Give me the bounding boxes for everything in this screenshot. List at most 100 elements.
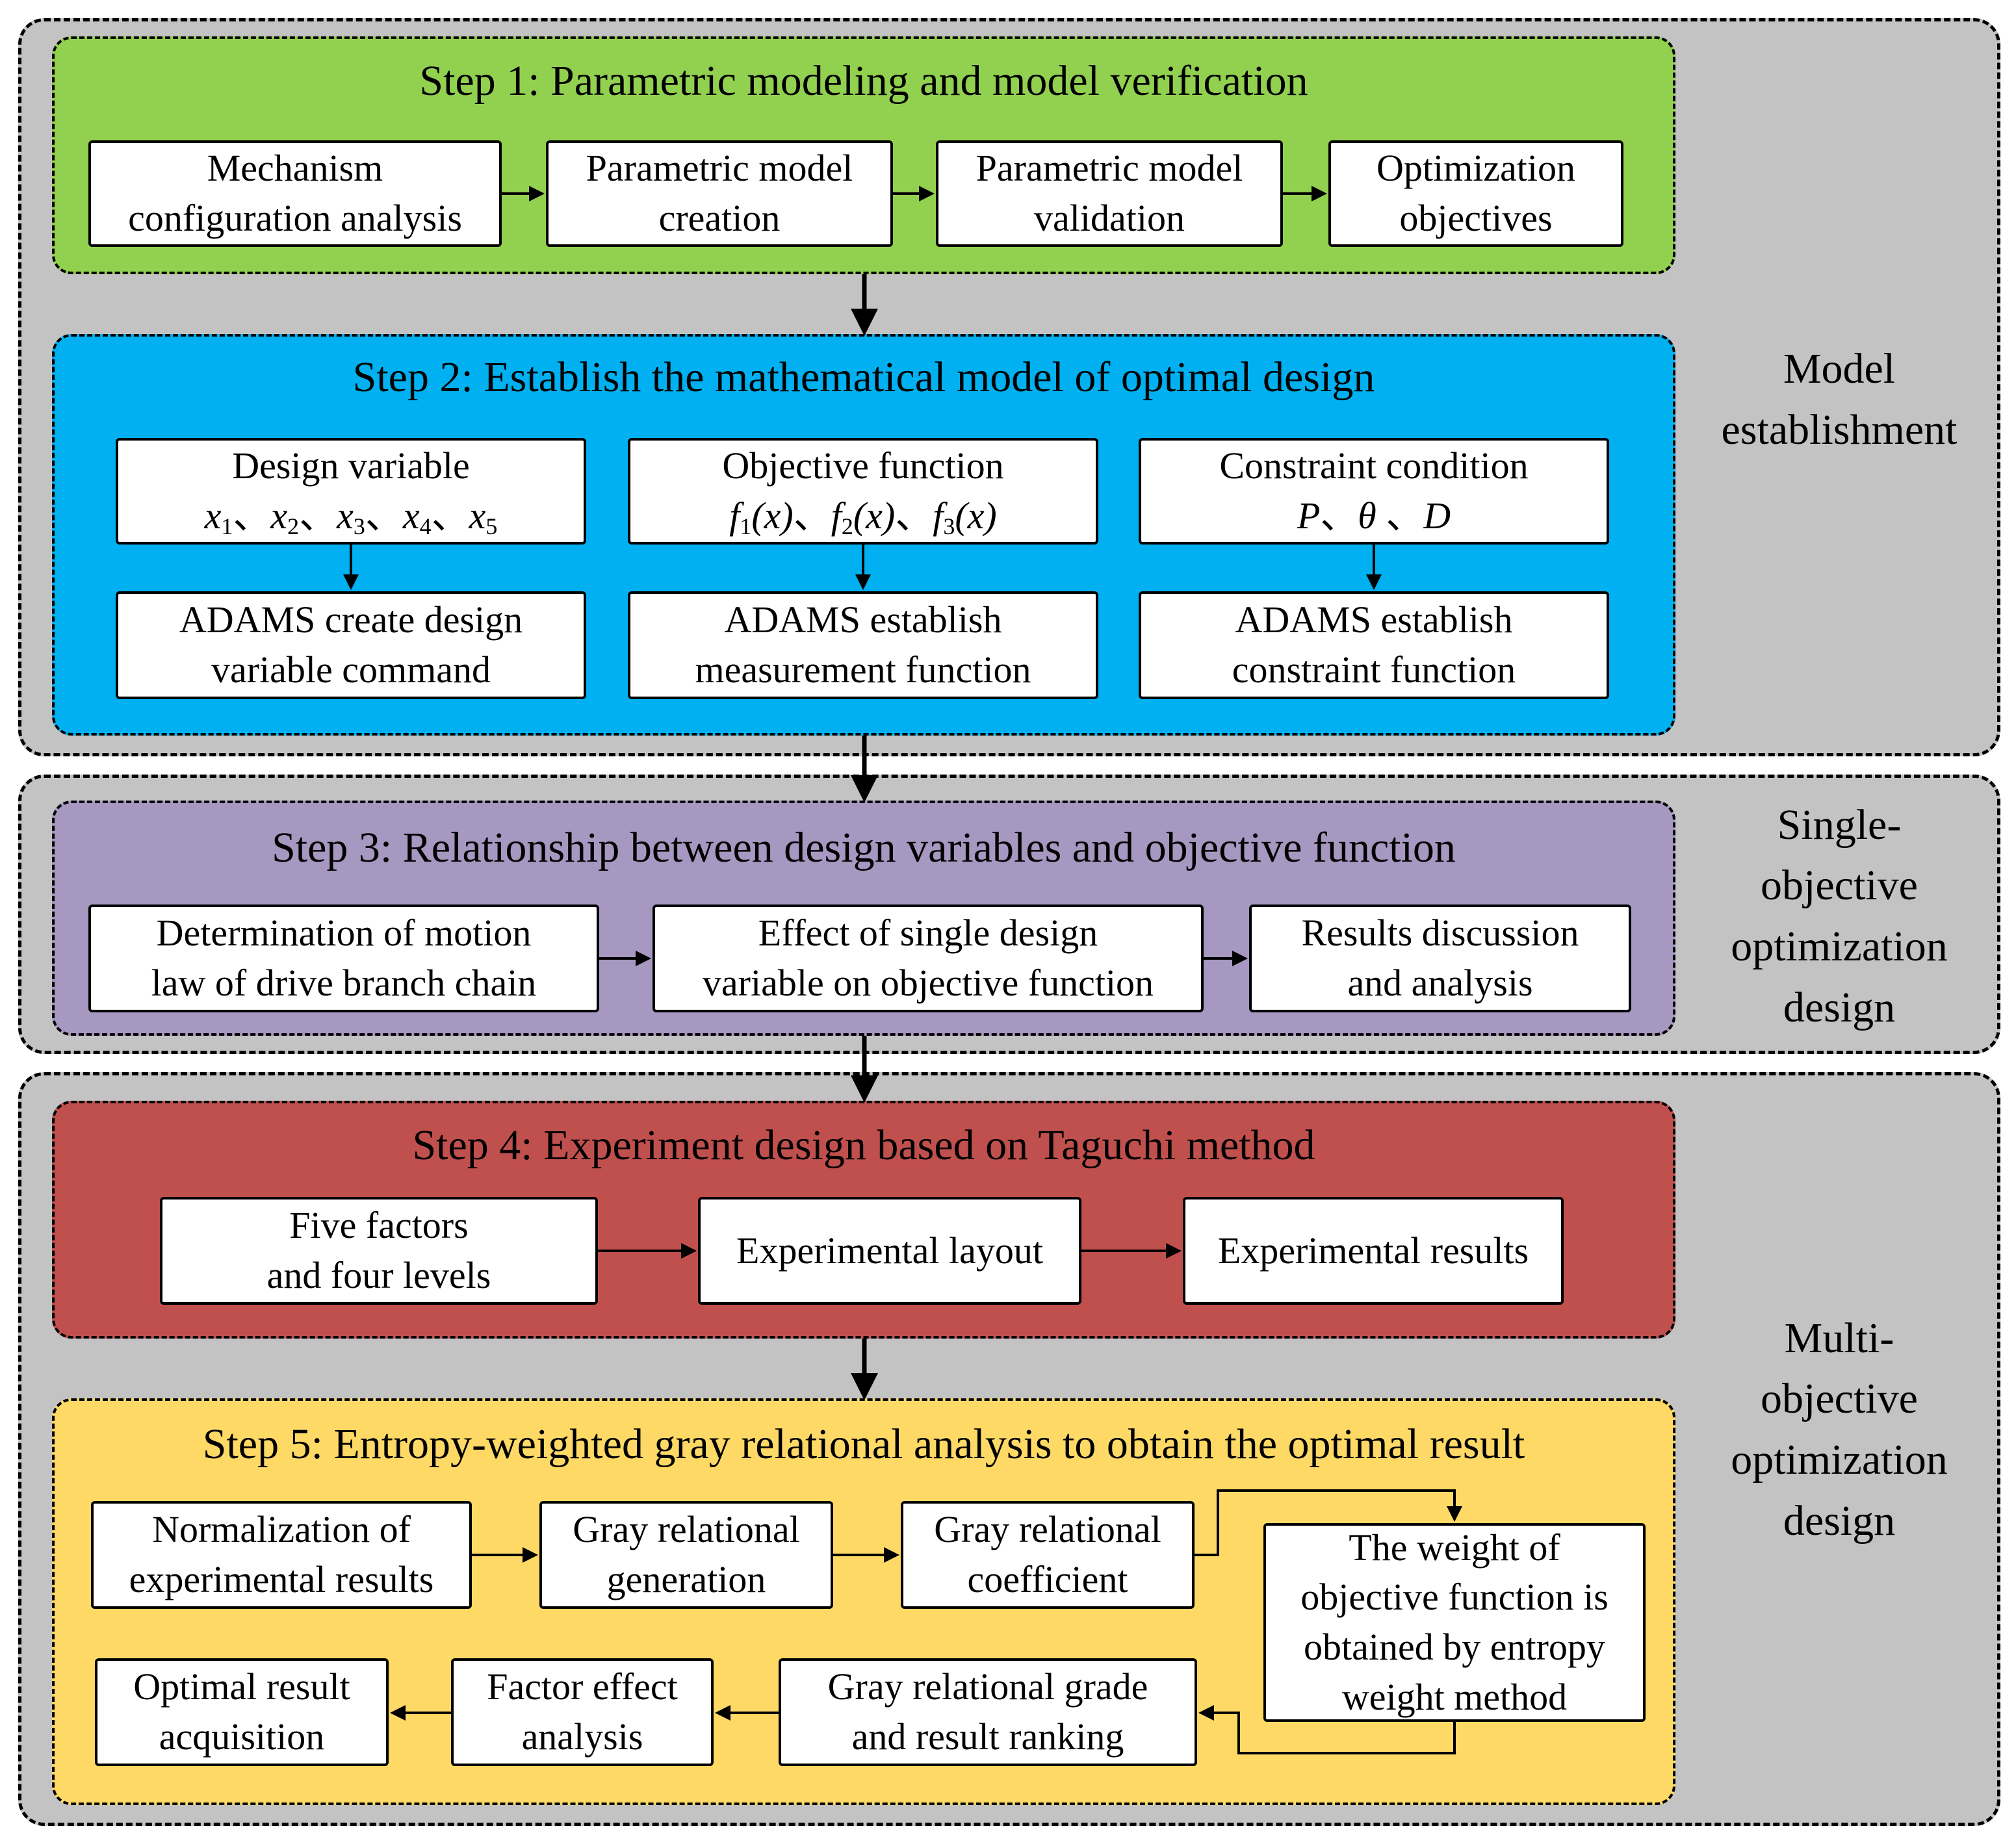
- separator: 、: [793, 494, 831, 537]
- box-line: experimental results: [129, 1558, 434, 1600]
- symbol: x: [204, 494, 222, 537]
- box-line: Gray relational: [934, 1508, 1161, 1551]
- subscript: 2: [841, 513, 853, 539]
- box-line: creation: [658, 197, 781, 239]
- box-line: Parametric model: [586, 147, 853, 190]
- box-line: weight method: [1341, 1675, 1568, 1718]
- symbol: x: [270, 494, 288, 537]
- constraint-condition-box: Constraint condition P、θ 、D: [1139, 438, 1609, 545]
- arrow: [1195, 1489, 1462, 1556]
- phase-label-line: optimization: [1731, 1436, 1948, 1483]
- phase-label-multi: Multi- objective optimization design: [1683, 1306, 1995, 1553]
- box-line: Optimization: [1376, 147, 1576, 190]
- box-line: variable command: [211, 648, 491, 691]
- phase-label-line: Multi-: [1784, 1314, 1894, 1362]
- box-line: validation: [1034, 197, 1185, 239]
- symbol: θ: [1358, 494, 1376, 537]
- normalization-box: Normalization of experimental results: [91, 1501, 472, 1609]
- subscript: 1: [740, 513, 752, 539]
- subscript: 4: [419, 513, 432, 539]
- phase-label-line: Model: [1783, 345, 1896, 393]
- symbol: f: [729, 494, 740, 537]
- subscript: 3: [943, 513, 955, 539]
- symbol: x: [337, 494, 354, 537]
- separator: 、: [431, 494, 469, 537]
- constraint-condition-label: Constraint condition: [1219, 444, 1529, 487]
- motion-law-determination-box: Determination of motion law of drive bra…: [88, 905, 599, 1012]
- box-line: analysis: [521, 1715, 643, 1758]
- parametric-model-creation-box: Parametric model creation: [546, 140, 893, 247]
- box-line: law of drive branch chain: [151, 962, 537, 1004]
- phase-label-line: establishment: [1721, 406, 1958, 454]
- separator: 、: [895, 494, 933, 537]
- box-line: constraint function: [1232, 648, 1516, 691]
- box-line: Effect of single design: [758, 912, 1098, 955]
- constraint-condition-symbols: P、θ 、D: [1297, 491, 1451, 541]
- subscript: 3: [353, 513, 365, 539]
- box-line: and analysis: [1347, 962, 1533, 1004]
- box-line: objectives: [1399, 197, 1553, 239]
- design-variable-label: Design variable: [232, 444, 470, 487]
- symbol: (x): [955, 494, 997, 537]
- box-line: Experimental layout: [736, 1229, 1043, 1272]
- objective-function-label: Objective function: [722, 444, 1004, 487]
- optimization-objectives-box: Optimization objectives: [1328, 140, 1623, 247]
- separator: 、: [233, 494, 271, 537]
- box-line: The weight of: [1349, 1526, 1560, 1569]
- box-line: measurement function: [695, 648, 1031, 691]
- box-line: Determination of motion: [156, 912, 532, 955]
- phase-label-line: optimization: [1731, 923, 1948, 970]
- gray-relational-generation-box: Gray relational generation: [539, 1501, 833, 1609]
- symbol: (x): [751, 494, 794, 537]
- symbol: (x): [853, 494, 896, 537]
- gray-relational-coefficient-box: Gray relational coefficient: [901, 1501, 1195, 1609]
- box-line: Gray relational: [573, 1508, 800, 1551]
- objective-function-symbols: f1(x)、f2(x)、f3(x): [729, 491, 996, 541]
- box-line: generation: [606, 1558, 766, 1600]
- objective-function-box: Objective function f1(x)、f2(x)、f3(x): [628, 438, 1098, 545]
- box-line: Experimental results: [1217, 1229, 1529, 1272]
- phase-label-line: design: [1783, 983, 1896, 1031]
- phase-label-line: Single-: [1777, 801, 1902, 849]
- box-line: variable on objective function: [702, 962, 1154, 1004]
- box-line: and result ranking: [851, 1715, 1124, 1758]
- separator: 、: [365, 494, 403, 537]
- step5-title: Step 5: Entropy-weighted gray relational…: [202, 1420, 1525, 1468]
- box-line: Results discussion: [1301, 912, 1579, 955]
- symbol: f: [831, 494, 842, 537]
- box-line: Five factors: [289, 1204, 469, 1247]
- phase-label-single: Single- objective optimization design: [1683, 793, 1995, 1040]
- separator: 、: [1320, 494, 1358, 537]
- results-discussion-box: Results discussion and analysis: [1249, 905, 1631, 1012]
- phase-label-line: objective: [1761, 1375, 1918, 1423]
- box-line: coefficient: [967, 1558, 1128, 1600]
- mechanism-configuration-analysis-box: Mechanism configuration analysis: [88, 140, 502, 247]
- single-variable-effect-box: Effect of single design variable on obje…: [653, 905, 1204, 1012]
- symbol: P: [1297, 494, 1321, 537]
- box-line: ADAMS create design: [179, 598, 523, 641]
- separator: 、: [1386, 494, 1424, 537]
- box-line: Factor effect: [487, 1665, 678, 1708]
- box-line: and four levels: [266, 1254, 491, 1296]
- box-line: Gray relational grade: [827, 1665, 1148, 1708]
- subscript: 2: [287, 513, 300, 539]
- subscript: 5: [485, 513, 498, 539]
- subscript: 1: [221, 513, 233, 539]
- design-variable-box: Design variable x1、x2、x3、x4、x5: [116, 438, 586, 545]
- phase-label-line: design: [1783, 1496, 1896, 1545]
- adams-design-variable-box: ADAMS create design variable command: [116, 591, 586, 699]
- symbol: f: [933, 494, 944, 537]
- experimental-results-box: Experimental results: [1183, 1197, 1564, 1305]
- symbol: x: [402, 494, 420, 537]
- box-line: configuration analysis: [128, 197, 462, 239]
- box-line: ADAMS establish: [724, 598, 1002, 641]
- factor-effect-box: Factor effect analysis: [451, 1658, 714, 1766]
- entropy-weight-box: The weight of objective function is obta…: [1263, 1523, 1646, 1722]
- experimental-layout-box: Experimental layout: [698, 1197, 1081, 1305]
- phase-label-model: Model establishment: [1683, 338, 1995, 461]
- adams-measurement-function-box: ADAMS establish measurement function: [628, 591, 1098, 699]
- step1-title: Step 1: Parametric modeling and model ve…: [419, 57, 1308, 105]
- five-factors-box: Five factors and four levels: [160, 1197, 598, 1305]
